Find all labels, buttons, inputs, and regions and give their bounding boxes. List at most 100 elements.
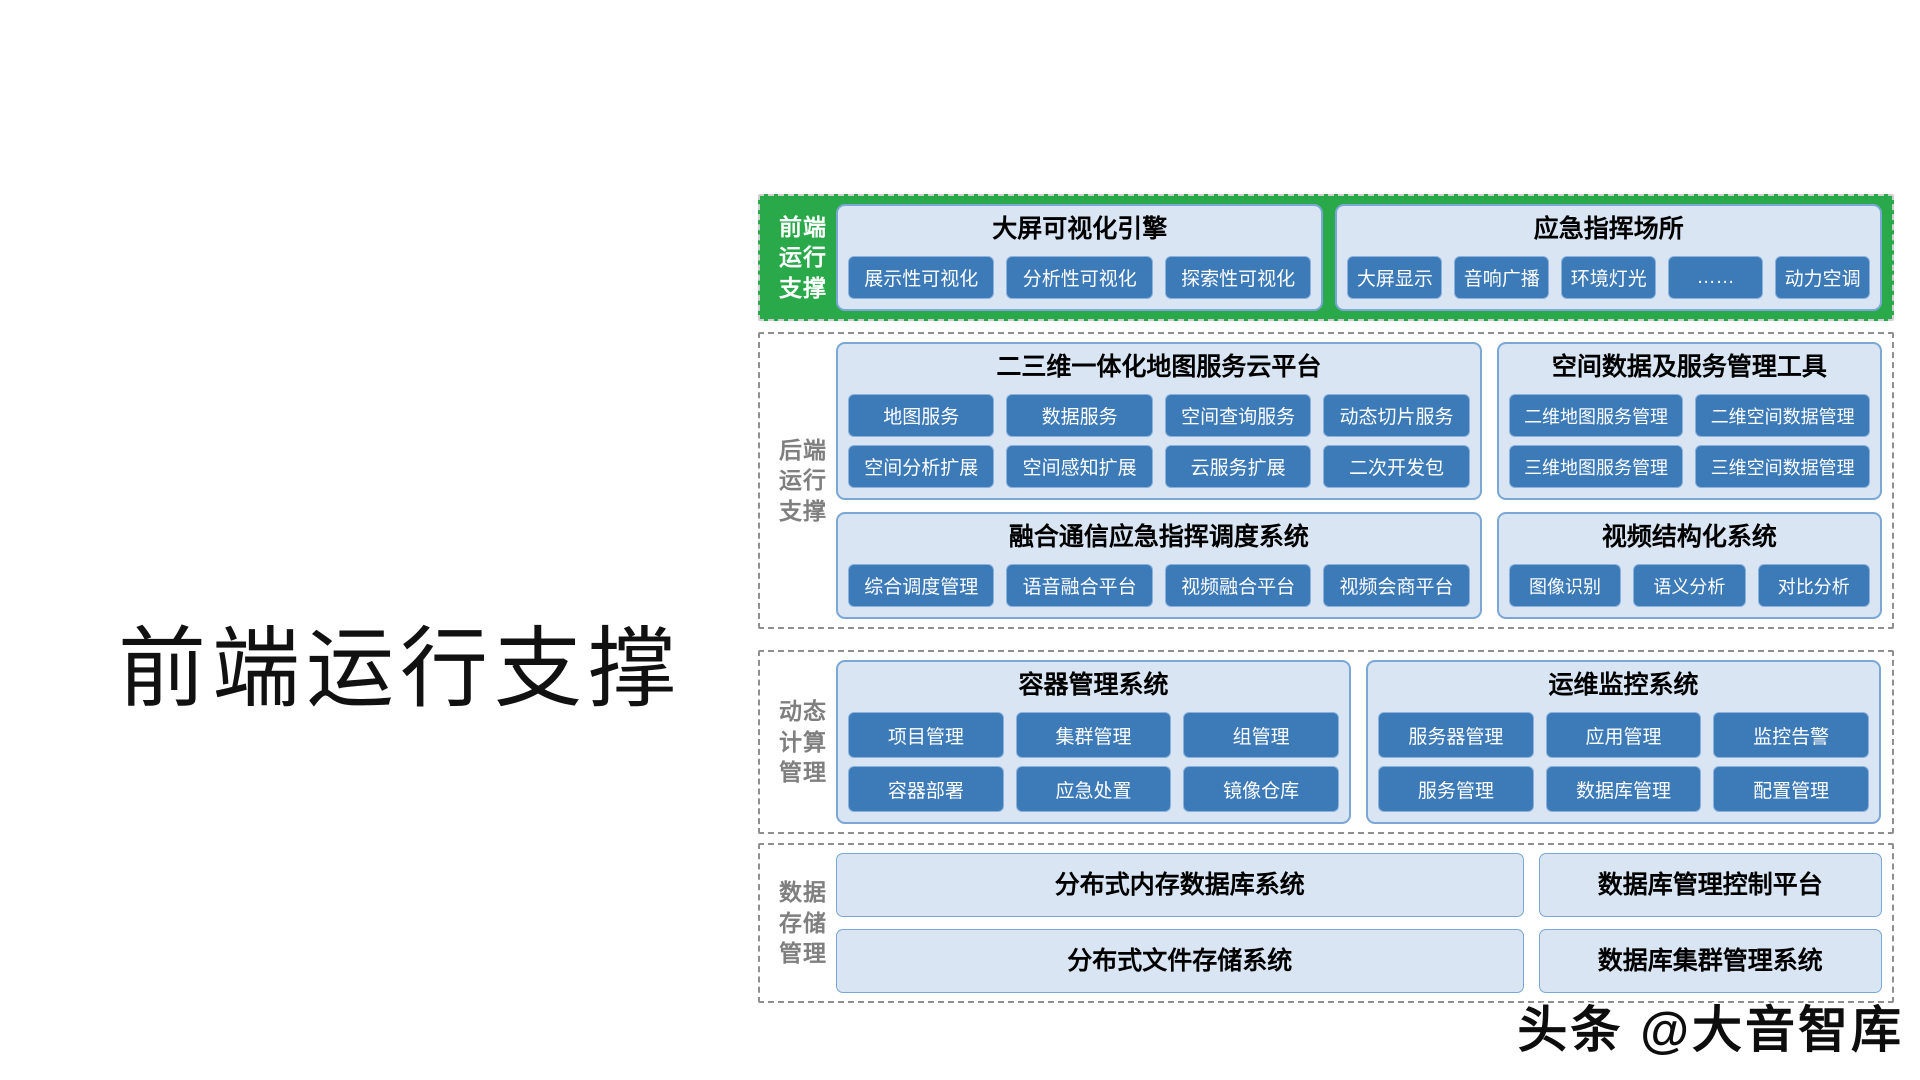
watermark: 头条 @大音智库 [1517, 1002, 1904, 1058]
module-chip: 应急处置 [1015, 766, 1172, 812]
panel-label-line: 支撑 [779, 274, 827, 301]
module-chip: 综合调度管理 [848, 564, 995, 607]
system-box: 数据库管理控制平台 [1538, 853, 1882, 917]
system-box: 数据库集群管理系统 [1538, 929, 1882, 993]
system-box: 运维监控系统服务器管理应用管理监控告警服务管理数据库管理配置管理 [1366, 660, 1881, 824]
module-chip: 地图服务 [848, 394, 995, 437]
module-chip: 音响广播 [1454, 256, 1550, 299]
system-box: 大屏可视化引擎展示性可视化分析性可视化探索性可视化 [836, 204, 1324, 311]
module-chip: 展示性可视化 [848, 256, 995, 299]
module-chip: 项目管理 [848, 712, 1004, 758]
module-chip-row: 二维地图服务管理二维空间数据管理 [1508, 394, 1870, 437]
system-box-title: 数据库管理控制平台 [1597, 870, 1823, 899]
module-chip: 探索性可视化 [1164, 256, 1312, 299]
module-chip: 应用管理 [1545, 712, 1702, 758]
module-chip: 容器部署 [848, 766, 1004, 812]
module-chip: 数据库管理 [1545, 766, 1702, 812]
system-box-title: 二三维一体化地图服务云平台 [996, 353, 1322, 381]
panel-label-compute: 动态计算管理 [770, 660, 836, 824]
module-chip: 二次开发包 [1323, 445, 1470, 488]
module-chip-row: 三维地图服务管理三维空间数据管理 [1508, 445, 1870, 488]
panel-label-line: 数据 [779, 879, 827, 906]
module-chip-row: 服务管理数据库管理配置管理 [1378, 766, 1870, 812]
module-chip: 云服务扩展 [1164, 445, 1312, 488]
module-chip: …… [1668, 256, 1764, 299]
panel-label-frontend: 前端运行支撑 [770, 204, 836, 311]
panel-backend: 后端运行支撑二三维一体化地图服务云平台地图服务数据服务空间查询服务动态切片服务空… [758, 332, 1894, 629]
panel-body-compute: 容器管理系统项目管理集群管理组管理容器部署应急处置镜像仓库运维监控系统服务器管理… [836, 660, 1882, 824]
module-chip: 动态切片服务 [1323, 394, 1470, 437]
system-box: 融合通信应急指挥调度系统综合调度管理语音融合平台视频融合平台视频会商平台 [836, 512, 1482, 619]
module-chip: 集群管理 [1015, 712, 1172, 758]
module-chip-row: 容器部署应急处置镜像仓库 [848, 766, 1340, 812]
system-box: 分布式内存数据库系统 [836, 853, 1524, 917]
system-box: 分布式文件存储系统 [836, 929, 1524, 993]
panel-label-line: 支撑 [779, 497, 827, 524]
module-chip: 数据服务 [1006, 394, 1153, 437]
panel-label-storage: 数据存储管理 [770, 853, 836, 993]
module-chip: 三维地图服务管理 [1508, 445, 1684, 488]
module-chip: 空间查询服务 [1164, 394, 1312, 437]
module-chip: 配置管理 [1713, 766, 1870, 812]
system-box: 空间数据及服务管理工具二维地图服务管理二维空间数据管理三维地图服务管理三维空间数… [1496, 342, 1882, 500]
panel-body-storage: 分布式内存数据库系统 数据库管理控制平台分布式文件存储系统 数据库集群管理系统 [836, 853, 1882, 993]
module-chip: 空间分析扩展 [848, 445, 995, 488]
panel-label-line: 管理 [779, 940, 827, 967]
system-box: 容器管理系统项目管理集群管理组管理容器部署应急处置镜像仓库 [836, 660, 1351, 824]
module-chip-row: 综合调度管理语音融合平台视频融合平台视频会商平台 [848, 564, 1470, 607]
panel-label-line: 动态 [779, 698, 827, 725]
module-chip: 空间感知扩展 [1006, 445, 1153, 488]
system-box-title: 应急指挥场所 [1533, 215, 1684, 243]
module-chip: 图像识别 [1508, 564, 1622, 607]
module-chip: 服务管理 [1378, 766, 1534, 812]
module-chip-row: 空间分析扩展空间感知扩展云服务扩展二次开发包 [848, 445, 1470, 488]
module-chip-row: 服务器管理应用管理监控告警 [1378, 712, 1870, 758]
system-box-title: 视频结构化系统 [1601, 523, 1777, 551]
system-box-title: 数据库集群管理系统 [1597, 946, 1823, 975]
panel-body-frontend: 大屏可视化引擎展示性可视化分析性可视化探索性可视化应急指挥场所大屏显示音响广播环… [836, 204, 1882, 311]
module-chip: 语义分析 [1633, 564, 1746, 607]
module-chip: 语音融合平台 [1006, 564, 1153, 607]
module-chip-row: 项目管理集群管理组管理 [848, 712, 1340, 758]
module-chip: 动力空调 [1775, 256, 1871, 299]
system-box: 二三维一体化地图服务云平台地图服务数据服务空间查询服务动态切片服务空间分析扩展空… [836, 342, 1482, 500]
module-chip: 对比分析 [1757, 564, 1871, 607]
panel-label-line: 运行 [779, 244, 827, 271]
page-title: 前端运行支撑 [118, 622, 683, 719]
panel-label-line: 管理 [779, 759, 827, 786]
system-box-title: 分布式文件存储系统 [1067, 946, 1293, 975]
panel-storage: 数据存储管理 分布式内存数据库系统 数据库管理控制平台分布式文件存储系统 数据库集群管… [758, 843, 1894, 1003]
system-box: 应急指挥场所大屏显示音响广播环境灯光 …… 动力空调 [1335, 204, 1882, 311]
module-chip: 镜像仓库 [1183, 766, 1340, 812]
system-box-title: 空间数据及服务管理工具 [1551, 353, 1827, 381]
module-chip: 二维空间数据管理 [1695, 394, 1870, 437]
module-chip-row: 大屏显示音响广播环境灯光 …… 动力空调 [1347, 256, 1871, 299]
panel-label-line: 计算 [779, 728, 827, 755]
panel-compute: 动态计算管理容器管理系统项目管理集群管理组管理容器部署应急处置镜像仓库运维监控系… [758, 650, 1894, 834]
system-box: 视频结构化系统图像识别语义分析对比分析 [1496, 512, 1882, 619]
module-chip: 大屏显示 [1347, 256, 1443, 299]
panel-frontend: 前端运行支撑大屏可视化引擎展示性可视化分析性可视化探索性可视化应急指挥场所大屏显… [758, 194, 1894, 321]
system-box-title: 分布式内存数据库系统 [1054, 870, 1305, 899]
architecture-diagram: 前端运行支撑大屏可视化引擎展示性可视化分析性可视化探索性可视化应急指挥场所大屏显… [758, 194, 1894, 1003]
module-chip-row: 图像识别语义分析对比分析 [1508, 564, 1871, 607]
panel-label-line: 运行 [779, 467, 827, 494]
panel-label-backend: 后端运行支撑 [770, 342, 836, 619]
module-chip: 组管理 [1183, 712, 1340, 758]
module-chip: 环境灯光 [1561, 256, 1657, 299]
module-chip: 视频融合平台 [1164, 564, 1312, 607]
system-box-title: 融合通信应急指挥调度系统 [1008, 523, 1309, 551]
panel-label-line: 后端 [779, 436, 827, 463]
system-box-title: 运维监控系统 [1548, 671, 1699, 699]
module-chip: 三维空间数据管理 [1695, 445, 1870, 488]
module-chip: 监控告警 [1713, 712, 1870, 758]
module-chip-row: 地图服务数据服务空间查询服务动态切片服务 [848, 394, 1470, 437]
system-box-title: 大屏可视化引擎 [992, 215, 1168, 243]
module-chip: 视频会商平台 [1323, 564, 1470, 607]
panel-label-line: 存储 [779, 909, 827, 936]
module-chip: 服务器管理 [1378, 712, 1534, 758]
panel-body-backend: 二三维一体化地图服务云平台地图服务数据服务空间查询服务动态切片服务空间分析扩展空… [836, 342, 1882, 619]
module-chip-row: 展示性可视化分析性可视化探索性可视化 [848, 256, 1312, 299]
system-box-title: 容器管理系统 [1018, 671, 1169, 699]
panel-label-line: 前端 [779, 213, 827, 240]
